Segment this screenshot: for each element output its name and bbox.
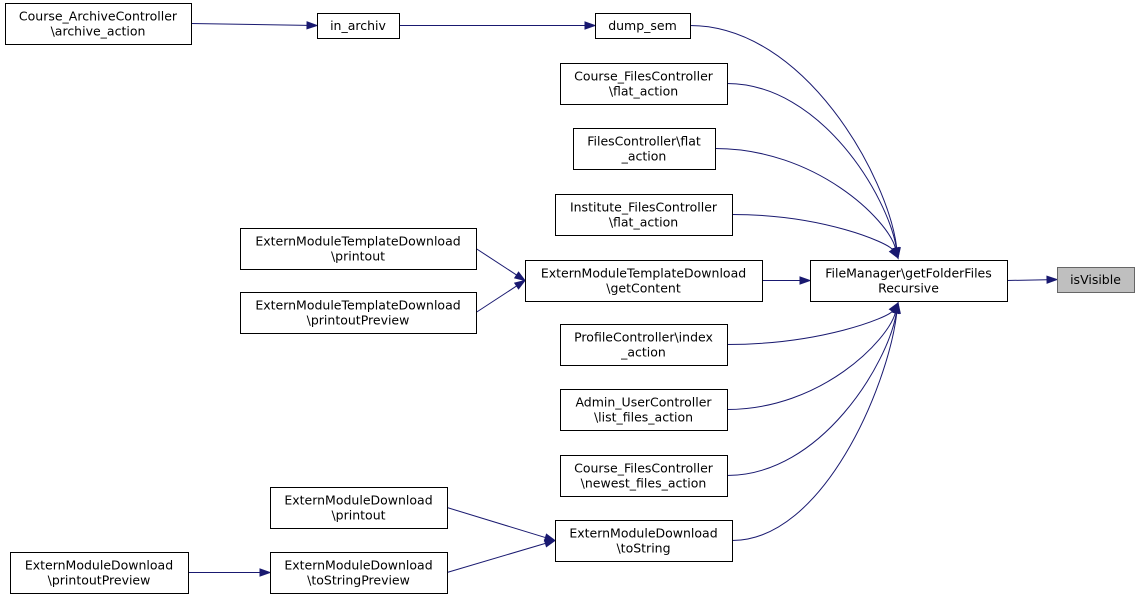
node-label: ExternModuleTemplateDownload: [255, 234, 460, 249]
edge-profile-index-to-fm-getfolder: [726, 301, 899, 345]
node-course-files-newest[interactable]: Course_FilesController\newest_files_acti…: [560, 455, 728, 497]
node-box: [317, 13, 400, 39]
node-emt-getcontent[interactable]: ExternModuleTemplateDownload\getContent: [525, 260, 763, 302]
node-institute-flat[interactable]: Institute_FilesController\flat_action: [555, 194, 733, 236]
edge-emd-printout-to-emd-tostring: [446, 507, 557, 542]
node-label: Course_FilesController: [574, 69, 714, 84]
node-box: [573, 128, 716, 170]
node-box: [240, 292, 477, 334]
node-label: \list_files_action: [594, 410, 693, 425]
node-label: Institute_FilesController: [570, 200, 718, 215]
node-box: [270, 487, 448, 529]
node-box: [555, 194, 733, 236]
node-label: isVisible: [1070, 272, 1121, 287]
edge-emd-tostringpreview-to-emd-tostring: [446, 539, 557, 573]
node-label: \printout: [331, 249, 385, 264]
edge-admin-list-to-fm-getfolder: [726, 301, 900, 410]
edge-files-flat-to-fm-getfolder: [714, 148, 900, 260]
node-label: Course_FilesController: [574, 461, 714, 476]
node-label: ExternModuleDownload: [284, 493, 432, 508]
node-profile-index[interactable]: ProfileController\index_action: [560, 324, 728, 366]
node-label: FilesController\flat: [587, 134, 701, 149]
node-label: _action: [620, 345, 666, 360]
node-box: [560, 389, 728, 431]
node-emd-printoutpreview[interactable]: ExternModuleDownload\printoutPreview: [10, 552, 189, 594]
node-course-files-flat[interactable]: Course_FilesController\flat_action: [560, 63, 728, 105]
edge-emt-printout-to-emt-getcontent: [475, 248, 527, 282]
node-box: [555, 520, 733, 562]
node-label: Course_ArchiveController: [19, 9, 178, 24]
node-label: ExternModuleDownload: [569, 526, 717, 541]
node-dump-sem[interactable]: dump_sem: [595, 13, 691, 39]
node-label: ExternModuleDownload: [284, 558, 432, 573]
node-label: \newest_files_action: [581, 476, 707, 491]
node-label: \printout: [331, 508, 385, 523]
node-label: \flat_action: [609, 84, 678, 99]
node-label: in_archiv: [330, 18, 386, 33]
node-box: [810, 260, 1008, 302]
node-label: Recursive: [878, 281, 939, 296]
edge-layer: [188, 21, 1059, 577]
edge-institute-flat-to-fm-getfolder: [731, 214, 899, 260]
node-admin-list[interactable]: Admin_UserController\list_files_action: [560, 389, 728, 431]
node-emt-printout[interactable]: ExternModuleTemplateDownload\printout: [240, 228, 477, 270]
node-label: \flat_action: [609, 215, 678, 230]
node-box: [560, 455, 728, 497]
node-label: ExternModuleTemplateDownload: [541, 266, 746, 281]
node-box: [270, 552, 448, 594]
node-label: \printoutPreview: [307, 313, 410, 328]
node-label: _action: [621, 149, 667, 164]
node-emd-tostringpreview[interactable]: ExternModuleDownload\toStringPreview: [270, 552, 448, 594]
edge-emt-getcontent-to-fm-getfolder: [762, 276, 812, 285]
edge-course-files-flat-to-fm-getfolder: [726, 83, 901, 260]
node-label: \archive_action: [51, 24, 146, 39]
node-label: FileManager\getFolderFiles: [825, 266, 992, 281]
node-label: ExternModuleDownload: [25, 558, 173, 573]
node-label: \getContent: [606, 281, 681, 296]
node-label: \printoutPreview: [48, 573, 151, 588]
node-label: ExternModuleTemplateDownload: [255, 298, 460, 313]
node-emd-tostring[interactable]: ExternModuleDownload\toString: [555, 520, 733, 562]
edge-emt-printoutpreview-to-emt-getcontent: [475, 279, 527, 313]
edge-fm-getfolder-to-isvisible: [1006, 275, 1059, 284]
node-box: [240, 228, 477, 270]
node-box: [5, 3, 192, 45]
node-box: [560, 63, 728, 105]
node-label: ProfileController\index: [574, 330, 713, 345]
node-box: [10, 552, 189, 594]
node-emt-printoutpreview[interactable]: ExternModuleTemplateDownload\printoutPre…: [240, 292, 477, 334]
edge-in-archiv-to-dump-sem: [399, 21, 597, 30]
node-label: \toStringPreview: [307, 573, 410, 588]
edge-emd-printoutpreview-to-emd-tostringpreview: [188, 568, 272, 577]
node-box: [525, 260, 763, 302]
node-box: [560, 324, 728, 366]
node-label: Admin_UserController: [575, 395, 712, 410]
node-course-archive[interactable]: Course_ArchiveController\archive_action: [5, 3, 192, 45]
edge-course-archive-to-in-archiv: [190, 21, 319, 30]
edge-emd-tostring-to-fm-getfolder: [731, 301, 901, 541]
node-emd-printout[interactable]: ExternModuleDownload\printout: [270, 487, 448, 529]
node-label: dump_sem: [608, 18, 677, 33]
node-box: [1057, 267, 1135, 293]
node-files-flat[interactable]: FilesController\flat_action: [573, 128, 716, 170]
node-box: [595, 13, 691, 39]
node-isvisible[interactable]: isVisible: [1057, 267, 1135, 293]
node-label: \toString: [616, 541, 670, 556]
node-in-archiv[interactable]: in_archiv: [317, 13, 400, 39]
